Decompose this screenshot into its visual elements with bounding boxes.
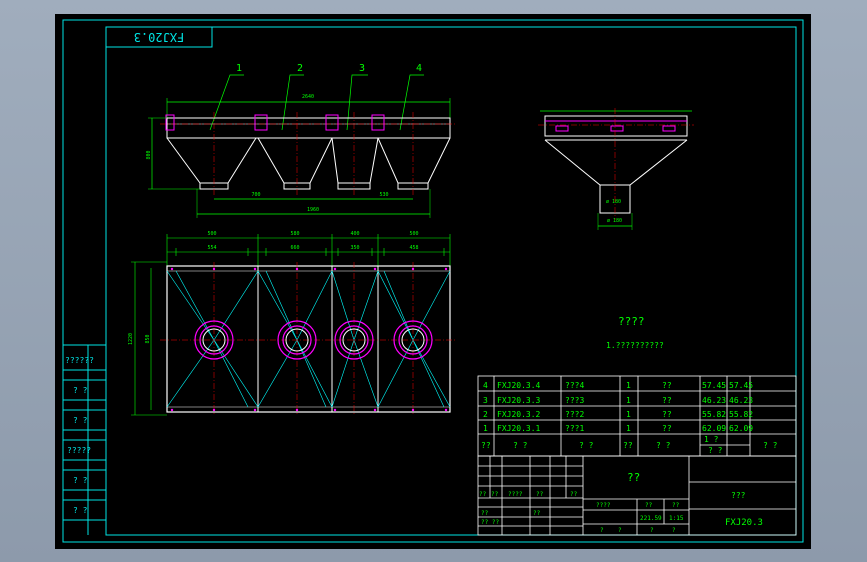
bom-row-4-no: 1 bbox=[483, 424, 488, 433]
rev-label-3: ???? bbox=[508, 491, 523, 498]
strip-label-3: ? ? bbox=[73, 416, 88, 425]
strip-label-2: ? ? bbox=[73, 386, 88, 395]
strip-label-6: ? ? bbox=[73, 506, 88, 515]
bom-row-3-name: ???2 bbox=[565, 410, 584, 419]
bom-row-1-weight: 57.45 bbox=[702, 381, 726, 390]
front-height: 800 bbox=[146, 150, 152, 159]
bom-header-no: ?? bbox=[481, 441, 491, 450]
plan-left-dim-1: 1220 bbox=[128, 333, 134, 345]
inner-frame bbox=[105, 26, 797, 536]
part-label-1: 1 bbox=[236, 63, 242, 74]
bom-row-4-code: FXJ20.3.1 bbox=[497, 424, 541, 433]
approval-label-3: ?? bbox=[672, 502, 680, 509]
left-strip bbox=[63, 344, 106, 535]
rev-label-5: ?? bbox=[570, 491, 578, 498]
footer-small-2: ? bbox=[672, 527, 676, 534]
approval-label-1: ???? bbox=[596, 502, 611, 509]
plan-top-dim-3: 400 bbox=[350, 231, 359, 237]
bom-row-3-no: 2 bbox=[483, 410, 488, 419]
sign-label-3: ?? ?? bbox=[481, 519, 499, 526]
part-label-3: 3 bbox=[359, 63, 365, 74]
sign-label-1: ?? bbox=[481, 510, 489, 517]
mirrored-number-box: FXJ20.3 bbox=[105, 26, 213, 48]
bom-header-qty: ?? bbox=[623, 441, 633, 450]
strip-label-4: ????? bbox=[67, 446, 91, 455]
footer-small-1: ? bbox=[650, 527, 654, 534]
drawing-background bbox=[55, 14, 811, 549]
sign-label-2: ?? bbox=[533, 510, 541, 517]
bom-row-1-total: 57.45 bbox=[729, 381, 753, 390]
part-label-4: 4 bbox=[416, 63, 422, 74]
bom-row-2-no: 3 bbox=[483, 396, 488, 405]
bom-header-total: ? ? bbox=[763, 441, 778, 450]
front-spacing-2: 530 bbox=[379, 192, 388, 198]
side-view: ø 180 ø 180 bbox=[538, 108, 694, 230]
plan-inner-dim-3: 350 bbox=[350, 245, 359, 251]
bom-row-4-qty: 1 bbox=[626, 424, 631, 433]
bom-row-4-weight: 62.09 bbox=[702, 424, 726, 433]
bom-row-1-material: ?? bbox=[662, 381, 672, 390]
mirrored-drawing-number: FXJ20.3 bbox=[134, 30, 185, 44]
bom-row-2-name: ???3 bbox=[565, 396, 584, 405]
bom-row-3-weight: 55.82 bbox=[702, 410, 726, 419]
bom-row-4-total: 62.09 bbox=[729, 424, 753, 433]
bom-row-2-code: FXJ20.3.3 bbox=[497, 396, 541, 405]
bom-row-1-code: FXJ20.3.4 bbox=[497, 381, 541, 390]
bom-header-name: ? ? bbox=[579, 441, 594, 450]
bom-row-2-weight: 46.23 bbox=[702, 396, 726, 405]
bom-row-4-material: ?? bbox=[662, 424, 672, 433]
title-block-drawing-number: FXJ20.3 bbox=[725, 518, 763, 528]
outer-frame bbox=[62, 19, 804, 543]
bom-row-1-qty: 1 bbox=[626, 381, 631, 390]
rev-label-4: ?? bbox=[536, 491, 544, 498]
bom-header-weight-bottom: ? ? bbox=[708, 446, 723, 455]
bom-table: 4 FXJ20.3.4 ???4 1 ?? 57.45 57.45 3 FXJ2… bbox=[477, 375, 797, 457]
bom-row-3-code: FXJ20.3.2 bbox=[497, 410, 541, 419]
approval-label-2: ?? bbox=[645, 502, 653, 509]
bom-row-3-total: 55.82 bbox=[729, 410, 753, 419]
bom-header-material: ? ? bbox=[656, 441, 671, 450]
title-block-center-title: ?? bbox=[627, 471, 640, 484]
rev-label-1: ?? bbox=[479, 491, 487, 498]
strip-label-1: ?????? bbox=[65, 356, 94, 365]
side-outlet-dim-1: ø 180 bbox=[606, 199, 621, 205]
strip-label-5: ? ? bbox=[73, 476, 88, 485]
bom-row-1-name: ???4 bbox=[565, 381, 584, 390]
bom-header-weight-top: 1 ? bbox=[704, 435, 719, 444]
rev-label-2: ?? bbox=[491, 491, 499, 498]
total-weight: 221.59 bbox=[640, 515, 662, 522]
plan-top-dim-2: 580 bbox=[290, 231, 299, 237]
bom-row-3-material: ?? bbox=[662, 410, 672, 419]
plan-inner-dim-2: 660 bbox=[290, 245, 299, 251]
sheet-no: ? bbox=[600, 527, 604, 534]
notes-title: ???? bbox=[618, 315, 645, 328]
bom-row-1-no: 4 bbox=[483, 381, 488, 390]
sheet-count: ? bbox=[618, 527, 622, 534]
front-view: 2640 1 2 3 4 bbox=[146, 63, 455, 218]
bom-row-3-qty: 1 bbox=[626, 410, 631, 419]
front-overall-width: 2640 bbox=[302, 94, 314, 100]
bom-row-2-material: ?? bbox=[662, 396, 672, 405]
title-block-right-title: ??? bbox=[731, 491, 746, 500]
bom-row-2-qty: 1 bbox=[626, 396, 631, 405]
plan-inner-dim-1: 554 bbox=[207, 245, 216, 251]
part-label-2: 2 bbox=[297, 63, 303, 74]
side-outlet-dim-2: ø 180 bbox=[607, 218, 622, 224]
plan-view: 500 580 400 500 554 660 350 458 1220 850 bbox=[128, 231, 456, 416]
plan-inner-dim-4: 458 bbox=[409, 245, 418, 251]
bom-row-4-name: ???1 bbox=[565, 424, 584, 433]
front-spacing-1: 700 bbox=[251, 192, 260, 198]
title-block: ?? ?? ???? ?? ?? ?? ?? ?? ?? ???? ?? ?? … bbox=[477, 455, 797, 536]
bom-header-code: ? ? bbox=[513, 441, 528, 450]
bom-row-2-total: 46.23 bbox=[729, 396, 753, 405]
notes-line: 1.?????????? bbox=[606, 341, 664, 350]
plan-top-dim-1: 500 bbox=[207, 231, 216, 237]
plan-left-dim-2: 850 bbox=[145, 334, 151, 343]
drawing-scale: 1:15 bbox=[669, 515, 684, 522]
front-total-span: 1960 bbox=[307, 207, 319, 213]
plan-top-dim-4: 500 bbox=[409, 231, 418, 237]
